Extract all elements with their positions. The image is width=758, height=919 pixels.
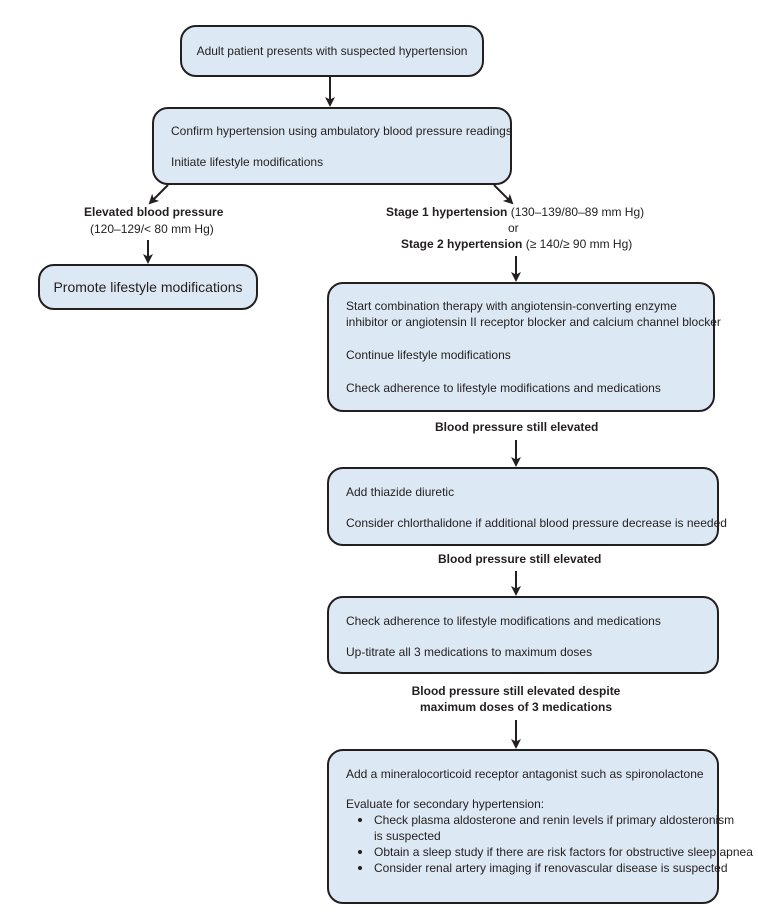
or-text: or	[508, 221, 519, 235]
still-elevated-label-1: Blood pressure still elevated	[435, 420, 599, 434]
promote-box: Promote lifestyle modifications	[38, 264, 258, 310]
list-item: Check plasma aldosterone and renin level…	[346, 812, 735, 844]
stage2-label: Stage 2 hypertension	[401, 237, 523, 251]
step3-line-2: Up-titrate all 3 medications to maximum …	[346, 645, 593, 659]
step4-line-1: Add a mineralocorticoid receptor antagon…	[346, 767, 704, 781]
still-elevated-label-3: Blood pressure still elevated despite ma…	[396, 683, 636, 715]
elevated-label: Elevated blood pressure	[84, 205, 224, 219]
step3-box: Check adherence to lifestyle modificatio…	[327, 596, 719, 674]
step4-line-2: Evaluate for secondary hypertension:	[346, 797, 545, 811]
bullet-3-line-1: Consider renal artery imaging if renovas…	[374, 861, 728, 875]
confirm-box: Confirm hypertension using ambulatory bl…	[152, 107, 512, 185]
bullet-1-line-2: is suspected	[374, 829, 441, 843]
promote-text: Promote lifestyle modifications	[53, 279, 243, 295]
stage1-label: Stage 1 hypertension	[386, 205, 508, 219]
step2-line-2: Consider chlorthalidone if additional bl…	[346, 516, 727, 530]
stage1-line: Stage 1 hypertension (130–139/80–89 mm H…	[386, 204, 644, 220]
stage1-range: (130–139/80–89 mm Hg)	[507, 205, 645, 219]
step3-line-1: Check adherence to lifestyle modificatio…	[346, 614, 661, 628]
still-elevated-3-line-1: Blood pressure still elevated despite	[411, 684, 621, 698]
bullet-2-line-1: Obtain a sleep study if there are risk f…	[374, 845, 753, 859]
still-elevated-3-line-2: maximum doses of 3 medications	[419, 700, 613, 714]
start-box: Adult patient presents with suspected hy…	[180, 25, 484, 77]
stage2-line: Stage 2 hypertension (≥ 140/≥ 90 mm Hg)	[401, 236, 632, 252]
step2-line-1: Add thiazide diuretic	[346, 485, 455, 499]
arrow-confirm-to-stage	[493, 184, 514, 205]
stage2-range: (≥ 140/≥ 90 mm Hg)	[522, 237, 633, 251]
step2-box: Add thiazide diuretic Consider chlorthal…	[327, 467, 727, 546]
list-item: Consider renal artery imaging if renovas…	[346, 860, 728, 876]
confirm-line-1: Confirm hypertension using ambulatory bl…	[171, 124, 512, 138]
step1-box: Start combination therapy with angiotens…	[327, 282, 721, 412]
step1-line-1: Start combination therapy with angiotens…	[346, 299, 677, 313]
still-elevated-label-2: Blood pressure still elevated	[438, 552, 602, 566]
step1-line-3: Continue lifestyle modifications	[346, 348, 511, 362]
step1-line-2: inhibitor or angiotensin II receptor blo…	[346, 315, 721, 329]
secondary-evaluation-list: Check plasma aldosterone and renin level…	[346, 812, 753, 876]
bullet-1-line-1: Check plasma aldosterone and renin level…	[374, 813, 735, 827]
list-item: Obtain a sleep study if there are risk f…	[346, 844, 753, 860]
start-text: Adult patient presents with suspected hy…	[196, 44, 468, 58]
elevated-range: (120–129/< 80 mm Hg)	[90, 222, 214, 236]
confirm-line-2: Initiate lifestyle modifications	[171, 155, 324, 169]
arrow-confirm-to-elevated	[148, 184, 169, 205]
step1-line-4: Check adherence to lifestyle modificatio…	[346, 381, 661, 395]
step4-box: Add a mineralocorticoid receptor antagon…	[327, 749, 753, 904]
